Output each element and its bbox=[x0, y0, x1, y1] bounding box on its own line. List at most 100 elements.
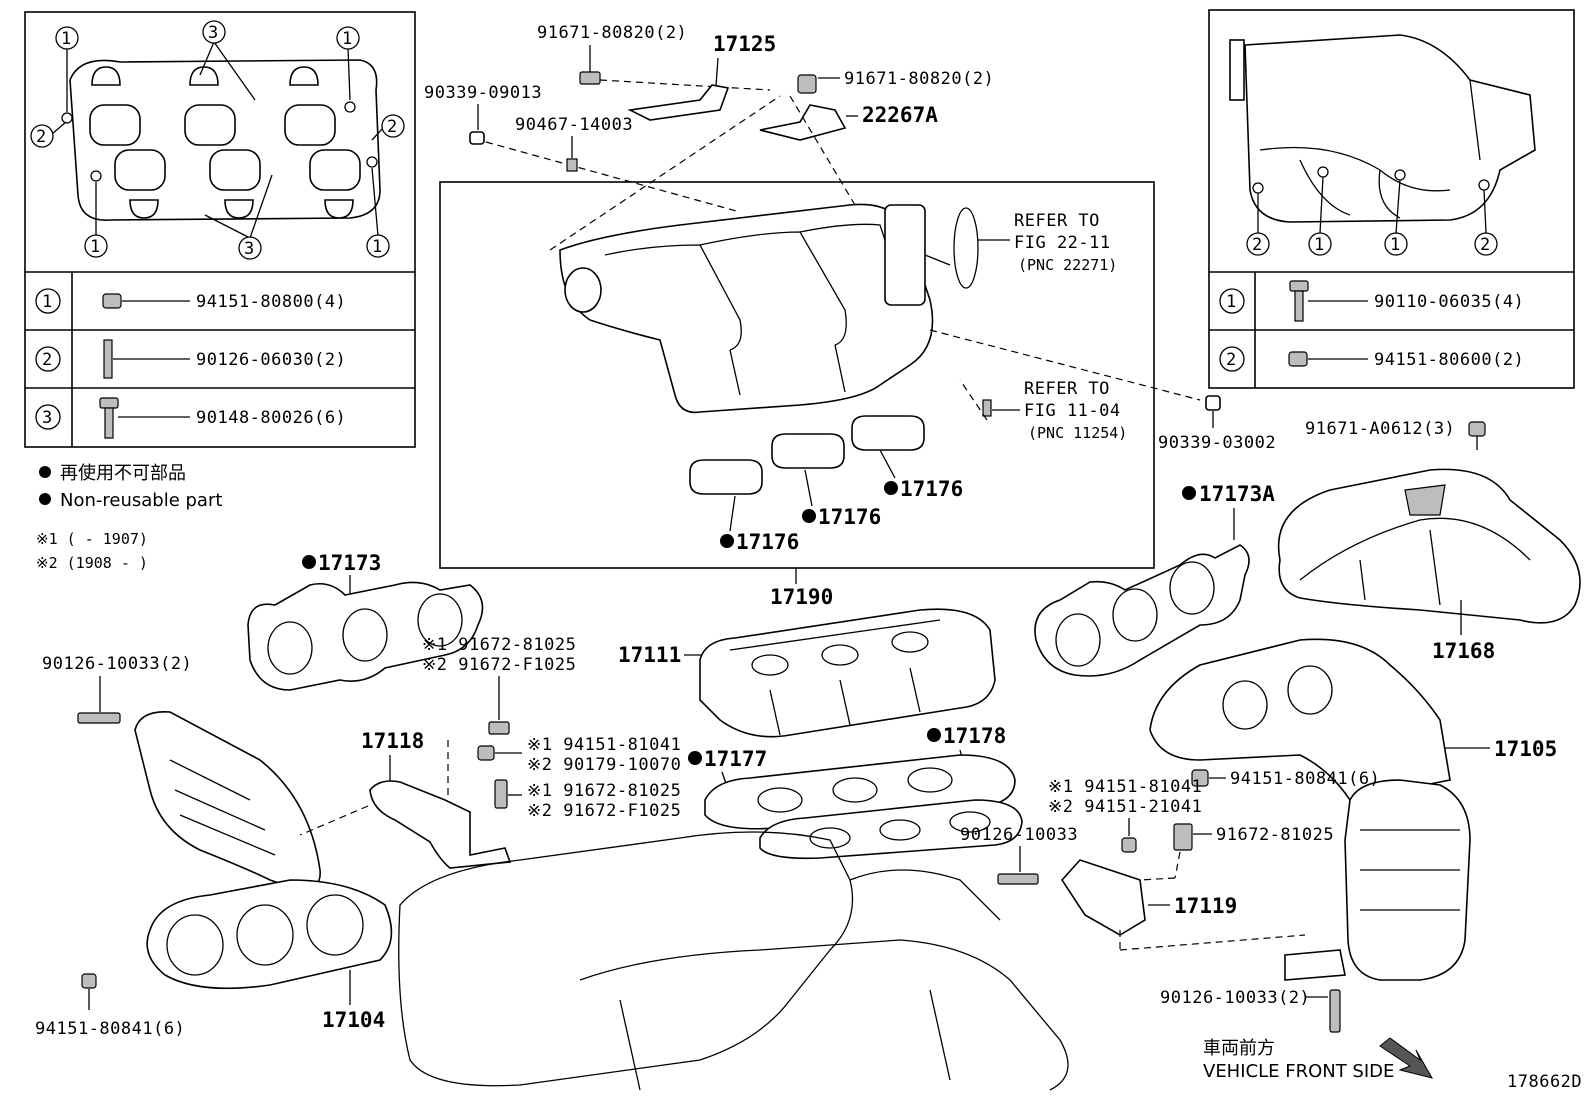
plug-icon bbox=[1205, 395, 1221, 411]
legend-num: 1 bbox=[1226, 292, 1237, 312]
label-91672-81025: ※1 91672-81025 bbox=[422, 635, 576, 655]
callout-circle bbox=[55, 26, 79, 50]
plug-icon bbox=[469, 131, 485, 145]
legend-part-number: 90148-80026(6) bbox=[196, 408, 346, 428]
callout-num: 2 bbox=[387, 117, 398, 137]
label-17105: 17105 bbox=[1494, 737, 1557, 761]
label-90126-10033: 90126-10033(2) bbox=[1160, 988, 1310, 1008]
callout-num: 1 bbox=[342, 29, 353, 49]
label-94151-80841: 94151-80841(6) bbox=[1230, 769, 1380, 789]
label-17168: 17168 bbox=[1432, 639, 1495, 663]
nonreusable-jp: 再使用不可部品 bbox=[60, 463, 186, 484]
bracket-17118 bbox=[369, 780, 512, 869]
engine-block-sketch bbox=[398, 831, 1069, 1091]
nut-icon bbox=[81, 973, 97, 989]
intake-gasket-drawing bbox=[61, 59, 381, 221]
exhaust-manifold-17105 bbox=[1149, 638, 1471, 981]
label-17178: 17178 bbox=[943, 724, 1006, 748]
intake-plenum-17111 bbox=[699, 608, 996, 738]
label-90179-10070: ※2 90179-10070 bbox=[527, 755, 681, 775]
bolt-icon bbox=[494, 779, 508, 809]
vehicle-front-en: VEHICLE FRONT SIDE bbox=[1203, 1061, 1394, 1082]
label-91672-81025: ※1 91672-81025 bbox=[527, 781, 681, 801]
label-17190: 17190 bbox=[770, 585, 833, 609]
legend-part-number: 94151-80600(2) bbox=[1374, 350, 1524, 370]
callout-num: 1 bbox=[90, 237, 101, 257]
label-91672-81025: 91672-81025 bbox=[1216, 825, 1334, 845]
intake-manifold-drawing bbox=[559, 203, 979, 414]
top-brackets: 91671-80820(2) 17125 91671-80820(2) 2226… bbox=[424, 23, 1201, 401]
nonreusable-en: Non-reusable part bbox=[60, 490, 222, 511]
intake-manifold-group: REFER TO FIG 22-11 (PNC 22271) REFER TO … bbox=[439, 181, 1155, 569]
inset-left-legend: 1 94151-80800(4) 2 90126-06030(2) 3 9014… bbox=[35, 288, 346, 439]
heat-insulator-17168 bbox=[1277, 468, 1581, 624]
bolt-icon bbox=[1173, 823, 1193, 851]
inset-right-callouts: 2 1 1 2 bbox=[1246, 176, 1498, 256]
callout-num: 3 bbox=[208, 23, 219, 43]
exhaust-gasket-left bbox=[247, 581, 484, 691]
label-17173: 17173 bbox=[318, 551, 381, 575]
label-94151-81041: ※1 94151-81041 bbox=[527, 735, 681, 755]
callout-num: 3 bbox=[244, 239, 255, 259]
diagram-id: 178662D bbox=[1507, 1072, 1582, 1092]
legend-num: 1 bbox=[42, 292, 53, 312]
refer-fig: FIG 22-11 bbox=[1014, 233, 1111, 253]
note-1: ※1 ( - 1907) bbox=[36, 530, 148, 548]
label-17125: 17125 bbox=[713, 32, 776, 56]
label-22267A: 22267A bbox=[862, 103, 938, 127]
label-17176: 17176 bbox=[818, 505, 881, 529]
label-91671-80820: 91671-80820(2) bbox=[844, 69, 994, 89]
callout-num: 1 bbox=[61, 29, 72, 49]
bracket-17125 bbox=[627, 84, 730, 121]
exhaust-manifold-17104 bbox=[134, 711, 393, 990]
label-17119: 17119 bbox=[1174, 894, 1237, 918]
refer-text: REFER TO bbox=[1024, 379, 1110, 399]
bolt-icon bbox=[488, 721, 510, 735]
nut-icon bbox=[1288, 351, 1308, 367]
nonreusable-dot-icon bbox=[39, 466, 51, 478]
bolt-icon bbox=[99, 397, 119, 439]
label-94151-80841: 94151-80841(6) bbox=[35, 1019, 185, 1039]
label-17176: 17176 bbox=[900, 477, 963, 501]
inset-right-legend: 1 90110-06035(4) 2 94151-80600(2) bbox=[1219, 280, 1524, 372]
inset-left: 1 3 1 2 2 1 3 1 bbox=[24, 11, 416, 448]
manifold-group-frame bbox=[439, 181, 1155, 569]
refer-notes: REFER TO FIG 22-11 (PNC 22271) REFER TO … bbox=[959, 211, 1127, 442]
nut-icon bbox=[1121, 837, 1137, 853]
label-91672-F1025: ※2 91672-F1025 bbox=[527, 801, 681, 821]
stud-bolt-icon bbox=[103, 339, 113, 379]
label-94151-21041: ※2 94151-21041 bbox=[1048, 797, 1202, 817]
notes-block: 再使用不可部品 Non-reusable part ※1 ( - 1907) ※… bbox=[36, 463, 222, 572]
callout-num: 2 bbox=[1252, 235, 1263, 255]
bolt-icon bbox=[579, 71, 601, 85]
label-91671-80820: 91671-80820(2) bbox=[537, 23, 687, 43]
inset-left-frame bbox=[24, 11, 416, 448]
label-17104: 17104 bbox=[322, 1008, 385, 1032]
label-17173A: 17173A bbox=[1199, 482, 1275, 506]
bolt-icon bbox=[1468, 421, 1486, 437]
refer-text: REFER TO bbox=[1014, 211, 1100, 231]
label-90467-14003: 90467-14003 bbox=[515, 115, 633, 135]
label-90126-10033: 90126-10033(2) bbox=[42, 654, 192, 674]
refer-pnc: (PNC 22271) bbox=[1018, 256, 1117, 274]
nut-icon bbox=[477, 745, 495, 761]
front-direction-arrow-icon bbox=[1379, 1037, 1434, 1079]
bolt-icon bbox=[797, 74, 817, 94]
exhaust-gasket-right bbox=[1034, 544, 1250, 677]
label-17118: 17118 bbox=[361, 729, 424, 753]
legend-num: 2 bbox=[42, 350, 53, 370]
label-90126-10033: 90126-10033 bbox=[960, 825, 1078, 845]
legend-num: 3 bbox=[42, 408, 53, 428]
legend-part-number: 90110-06035(4) bbox=[1374, 292, 1524, 312]
inset-right: 2 1 1 2 1 90110-06035(4) 2 bbox=[1208, 9, 1575, 389]
callout-num: 1 bbox=[1314, 235, 1325, 255]
label-94151-81041: ※1 94151-81041 bbox=[1048, 777, 1202, 797]
refer-fig: FIG 11-04 bbox=[1024, 401, 1121, 421]
callout-num: 1 bbox=[372, 237, 383, 257]
legend-num: 2 bbox=[1226, 350, 1237, 370]
bracket-22267A bbox=[759, 104, 847, 141]
refer-pnc: (PNC 11254) bbox=[1028, 424, 1127, 442]
manifold-gaskets-drawing bbox=[689, 415, 925, 495]
callout-num: 2 bbox=[1480, 235, 1491, 255]
